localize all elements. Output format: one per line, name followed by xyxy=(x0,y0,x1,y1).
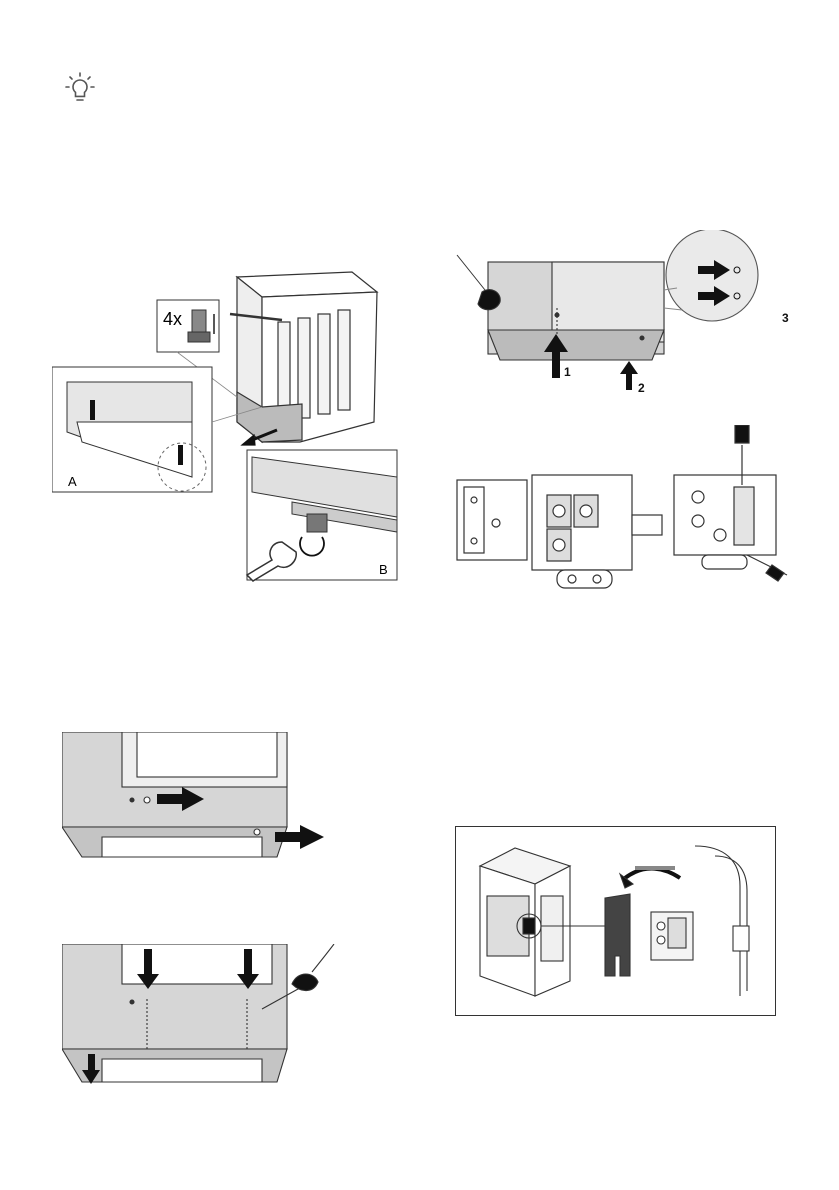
inset-a-label: A xyxy=(68,474,77,489)
lightbulb-icon xyxy=(64,72,96,106)
terminal-block-figure xyxy=(452,425,792,595)
feet-count-label: 4x xyxy=(163,309,182,329)
rear-terminal-cover-figure xyxy=(455,826,776,1016)
feet-adjustment-figure: 4x A B xyxy=(52,252,402,592)
rear-cover-figure: 1 2 3 xyxy=(452,230,792,400)
front-plinth-figure xyxy=(62,732,332,862)
step-2-label: 2 xyxy=(638,381,645,395)
inset-b-label: B xyxy=(379,562,388,577)
step-3-label: 3 xyxy=(782,311,789,325)
rear-plinth-screws-figure xyxy=(62,944,337,1084)
step-1-label: 1 xyxy=(564,365,571,379)
